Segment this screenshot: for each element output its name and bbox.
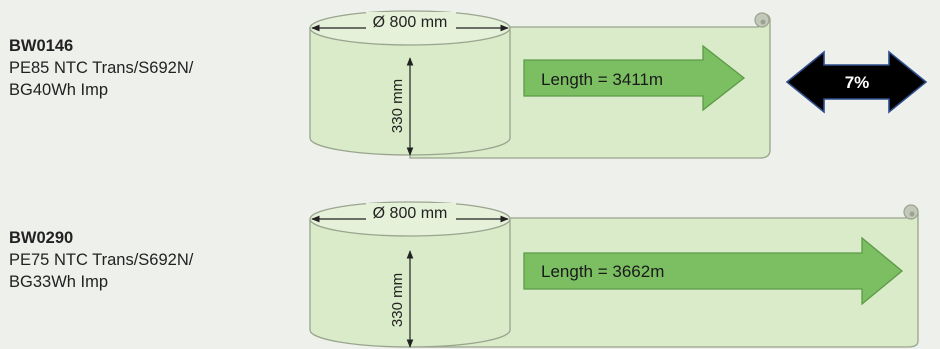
height-label: 330 mm (389, 273, 406, 327)
roll-code: BW0146 (9, 37, 74, 55)
scroll-curl-icon (903, 204, 919, 220)
scroll-curl-icon (754, 12, 770, 28)
roll-block-bw0146: BW0146 PE85 NTC Trans/S692N/ BG40Wh Imp … (9, 10, 928, 159)
length-arrow (523, 44, 746, 112)
roll-diagram: Ø 800 mm 330 mm Length = 3411m 7% (309, 10, 928, 159)
roll-block-bw0290: BW0290 PE75 NTC Trans/S692N/ BG33Wh Imp … (0, 175, 940, 349)
roll-spec-line-1: PE85 NTC Trans/S692N/ (9, 59, 194, 77)
roll-diagram: Ø 800 mm 330 mm Length = 3662m (309, 201, 919, 348)
roll-spec-line-2: BG40Wh Imp (9, 81, 109, 99)
length-arrow (523, 236, 904, 306)
length-label: Length = 3662m (541, 262, 664, 281)
height-label: 330 mm (389, 79, 406, 133)
difference-double-arrow (785, 50, 928, 114)
length-label: Length = 3411m (541, 70, 663, 89)
roll-spec-line-1: PE75 NTC Trans/S692N/ (9, 251, 194, 269)
roll-label: BW0290 PE75 NTC Trans/S692N/ BG33Wh Imp (9, 227, 193, 293)
difference-label: 7% (845, 73, 870, 92)
roll-spec-line-2: BG33Wh Imp (9, 273, 109, 291)
roll-code: BW0290 (9, 229, 74, 247)
diameter-label: Ø 800 mm (373, 205, 448, 222)
roll-label: BW0146 PE85 NTC Trans/S692N/ BG40Wh Imp (9, 35, 193, 101)
diameter-label: Ø 800 mm (373, 14, 448, 31)
